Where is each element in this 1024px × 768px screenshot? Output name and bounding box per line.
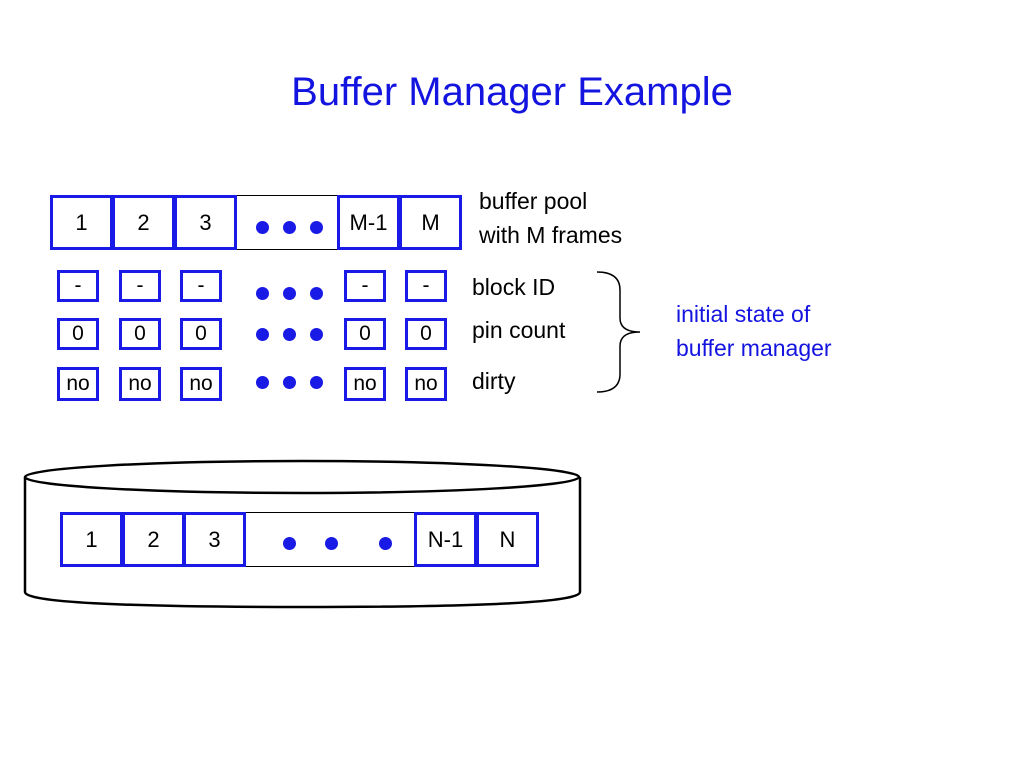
pin-count-cell: 0 (344, 318, 386, 350)
buffer-frame: 2 (112, 195, 175, 250)
ellipsis-dot (256, 328, 269, 341)
pin-count-label: pin count (472, 317, 566, 343)
ellipsis-dot (256, 376, 269, 389)
dirty-cell: no (180, 367, 222, 401)
ellipsis-dot (256, 287, 269, 300)
ellipsis-dot (310, 221, 323, 234)
curly-brace (596, 271, 641, 393)
pin-count-cell: 0 (119, 318, 161, 350)
disk-block: 3 (183, 512, 246, 567)
block-id-cell: - (57, 270, 99, 302)
pin-count-cell: 0 (57, 318, 99, 350)
ellipsis-dot (310, 376, 323, 389)
buffer-frame: 3 (174, 195, 237, 250)
disk-block: 2 (122, 512, 185, 567)
ellipsis-dot (283, 537, 296, 550)
ellipsis-dot (310, 287, 323, 300)
ellipsis-dot (325, 537, 338, 550)
ellipsis-dot (379, 537, 392, 550)
buffer-frame: M-1 (337, 195, 400, 250)
buffer-frame: 1 (50, 195, 113, 250)
dirty-cell: no (119, 367, 161, 401)
block-id-cell: - (119, 270, 161, 302)
disk-block: N-1 (414, 512, 477, 567)
buffer-pool-label-line2: with M frames (479, 222, 623, 248)
ellipsis-dot (310, 328, 323, 341)
buffer-pool-label-line1: buffer pool (479, 188, 588, 214)
dirty-cell: no (344, 367, 386, 401)
disk-block: N (476, 512, 539, 567)
block-id-cell: - (405, 270, 447, 302)
disk-cylinder-top (23, 459, 581, 495)
ellipsis-dot (283, 287, 296, 300)
dirty-cell: no (57, 367, 99, 401)
page-title: Buffer Manager Example (291, 70, 733, 114)
ellipsis-dot (283, 328, 296, 341)
dirty-cell: no (405, 367, 447, 401)
block-id-label: block ID (472, 274, 556, 300)
dirty-label: dirty (472, 368, 516, 394)
block-id-cell: - (180, 270, 222, 302)
ellipsis-dot (283, 376, 296, 389)
ellipsis-dot (283, 221, 296, 234)
annotation-line1: initial state of (676, 301, 811, 327)
ellipsis-dot (256, 221, 269, 234)
disk-block: 1 (60, 512, 123, 567)
block-id-cell: - (344, 270, 386, 302)
buffer-frame: M (399, 195, 462, 250)
pin-count-cell: 0 (405, 318, 447, 350)
annotation-line2: buffer manager (676, 335, 832, 361)
pin-count-cell: 0 (180, 318, 222, 350)
